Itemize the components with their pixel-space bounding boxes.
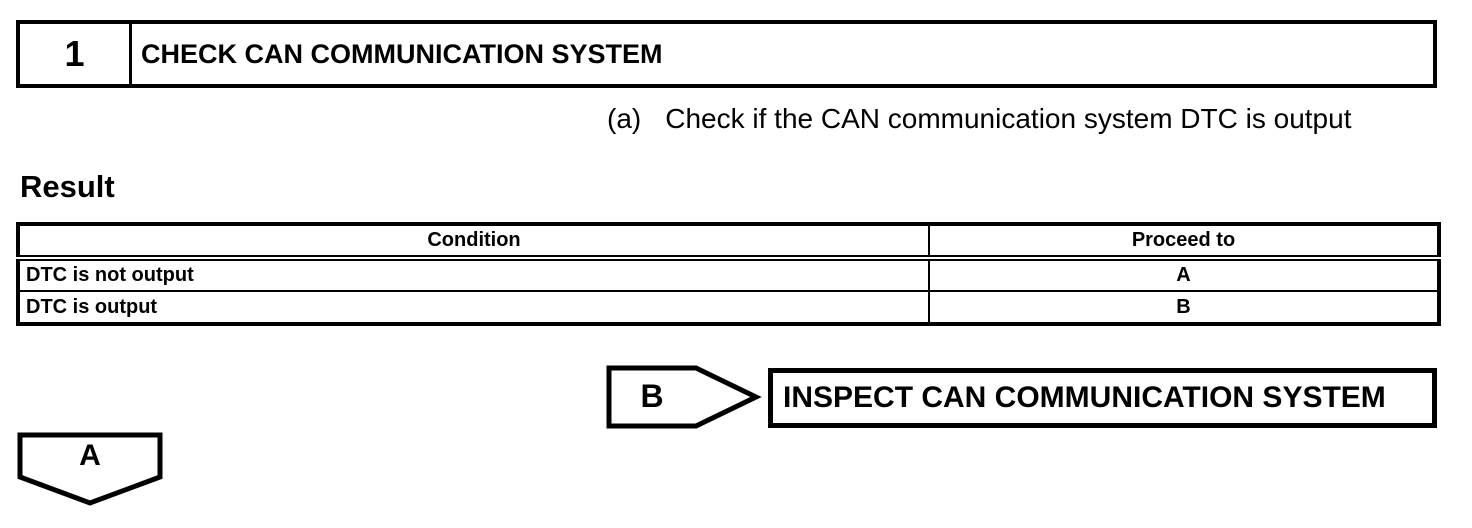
instruction-marker: (a) bbox=[607, 103, 642, 134]
instruction-text: Check if the CAN communication system DT… bbox=[665, 103, 1352, 134]
table-row: DTC is not output A bbox=[17, 257, 1440, 292]
down-arrow-pentagon-icon bbox=[17, 432, 163, 506]
result-table: Condition Proceed to DTC is not output A… bbox=[16, 222, 1441, 326]
proceed-to-cell: B bbox=[928, 290, 1440, 325]
step-title: CHECK CAN COMMUNICATION SYSTEM bbox=[141, 38, 663, 69]
condition-cell: DTC is not output bbox=[17, 257, 930, 292]
right-arrow-pentagon-icon bbox=[606, 365, 762, 429]
column-header-condition: Condition bbox=[17, 223, 930, 261]
table-header-row: Condition Proceed to bbox=[17, 223, 1440, 261]
result-heading: Result bbox=[20, 169, 115, 204]
connector-b: B bbox=[606, 365, 762, 429]
table-row: DTC is output B bbox=[17, 290, 1440, 325]
condition-cell: DTC is output bbox=[17, 290, 930, 325]
step-number: 1 bbox=[20, 24, 132, 84]
proceed-to-cell: A bbox=[928, 257, 1440, 292]
step-header-box: 1 CHECK CAN COMMUNICATION SYSTEM bbox=[16, 20, 1437, 88]
connector-b-label: B bbox=[640, 377, 664, 414]
connector-a: A bbox=[17, 432, 163, 506]
connector-a-label: A bbox=[79, 439, 101, 472]
column-header-proceed-to: Proceed to bbox=[928, 223, 1440, 261]
action-box: INSPECT CAN COMMUNICATION SYSTEM bbox=[768, 368, 1437, 428]
instruction-line: (a) Check if the CAN communication system… bbox=[607, 103, 1351, 135]
